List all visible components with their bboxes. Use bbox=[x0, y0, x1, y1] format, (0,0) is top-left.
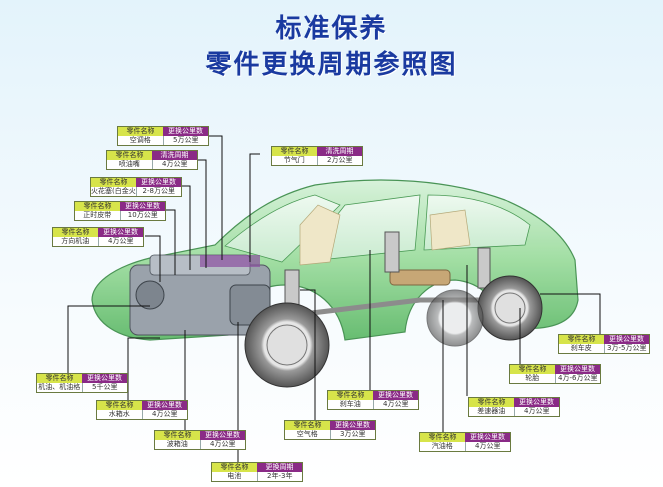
label-interval-value: 2-8万公里 bbox=[136, 187, 181, 196]
label-header-part: 零件名称 bbox=[285, 421, 330, 430]
label-header-interval: 更换公里数 bbox=[136, 178, 181, 187]
label-interval-value: 4万公里 bbox=[465, 442, 510, 451]
label-interval-value: 4万-6万公里 bbox=[555, 374, 600, 383]
windshield bbox=[224, 194, 341, 263]
label-interval-value: 5千公里 bbox=[82, 383, 127, 392]
label-interval-value: 10万公里 bbox=[120, 211, 165, 220]
label-header-part: 零件名称 bbox=[107, 151, 152, 160]
label-part-name: 电池 bbox=[212, 472, 258, 481]
label-header-interval: 更换公里数 bbox=[514, 398, 559, 407]
label-header-part: 零件名称 bbox=[75, 202, 120, 211]
label-header-part: 零件名称 bbox=[328, 391, 373, 400]
seat-front bbox=[299, 204, 341, 266]
label-part-name: 空调格 bbox=[118, 136, 164, 145]
label-header-part: 零件名称 bbox=[212, 463, 257, 472]
label-header-interval: 更换公里数 bbox=[555, 365, 600, 374]
label-header-part: 零件名称 bbox=[97, 401, 142, 410]
label-interval-value: 4万公里 bbox=[98, 237, 143, 246]
label-part-name: 汽油格 bbox=[420, 442, 466, 451]
label-part-name: 水箱水 bbox=[97, 410, 143, 419]
label-part-name: 刹车皮 bbox=[559, 344, 605, 353]
title-line-1: 标准保养 bbox=[275, 14, 388, 44]
label-header-part: 零件名称 bbox=[37, 374, 82, 383]
label-header-part: 零件名称 bbox=[559, 335, 604, 344]
label-header-interval: 更换公里数 bbox=[82, 374, 127, 383]
label-interval-value: 3万-5万公里 bbox=[604, 344, 649, 353]
label-header-interval: 更换公里数 bbox=[163, 127, 208, 136]
label-header-part: 零件名称 bbox=[118, 127, 163, 136]
label-header-interval: 更换公里数 bbox=[120, 202, 165, 211]
label-header-part: 零件名称 bbox=[91, 178, 136, 187]
label-interval-value: 3万公里 bbox=[330, 430, 375, 439]
label-interval-value: 5万公里 bbox=[163, 136, 208, 145]
label-interval-value: 4万公里 bbox=[514, 407, 559, 416]
label-interval-value: 4万公里 bbox=[152, 160, 197, 169]
label-interval-value: 2万公里 bbox=[317, 156, 362, 165]
label-header-interval: 更换公里数 bbox=[465, 433, 510, 442]
label-interval-value: 4万公里 bbox=[373, 400, 418, 409]
label-header-part: 零件名称 bbox=[155, 431, 200, 440]
label-part-name: 刹车油 bbox=[328, 400, 374, 409]
label-interval-value: 4万公里 bbox=[142, 410, 187, 419]
label-interval-value: 4万公里 bbox=[200, 440, 245, 449]
label-header-part: 零件名称 bbox=[53, 228, 98, 237]
title-line-2: 零件更换周期参照图 bbox=[205, 50, 458, 80]
label-header-part: 零件名称 bbox=[420, 433, 465, 442]
rear-strut bbox=[477, 247, 491, 289]
label-header-interval: 更换公里数 bbox=[142, 401, 187, 410]
label-header-interval: 更换公里数 bbox=[330, 421, 375, 430]
label-part-name: 方向机油 bbox=[53, 237, 99, 246]
label-header-interval: 清洗周期 bbox=[317, 147, 362, 156]
label-part-name: 差速器油 bbox=[469, 407, 515, 416]
label-header-interval: 更换周期 bbox=[257, 463, 302, 472]
label-header-interval: 更换公里数 bbox=[200, 431, 245, 440]
label-header-part: 零件名称 bbox=[510, 365, 555, 374]
label-header-interval: 更换公里数 bbox=[98, 228, 143, 237]
label-part-name: 空气格 bbox=[285, 430, 331, 439]
label-header-part: 零件名称 bbox=[272, 147, 317, 156]
label-part-name: 波箱油 bbox=[155, 440, 201, 449]
label-header-interval: 更换公里数 bbox=[604, 335, 649, 344]
label-header-interval: 清洗周期 bbox=[152, 151, 197, 160]
label-part-name: 节气门 bbox=[272, 156, 318, 165]
leader-lines bbox=[67, 135, 601, 463]
label-part-name: 喷油嘴 bbox=[107, 160, 153, 169]
label-part-name: 正时皮带 bbox=[75, 211, 121, 220]
label-part-name: 火花塞(白金火花塞) bbox=[91, 187, 137, 196]
label-interval-value: 2年-3年 bbox=[257, 472, 302, 481]
label-header-interval: 更换公里数 bbox=[373, 391, 418, 400]
label-part-name: 机油、机油格 bbox=[37, 383, 83, 392]
label-header-part: 零件名称 bbox=[469, 398, 514, 407]
seat-rear bbox=[429, 209, 471, 251]
label-part-name: 轮胎 bbox=[510, 374, 556, 383]
